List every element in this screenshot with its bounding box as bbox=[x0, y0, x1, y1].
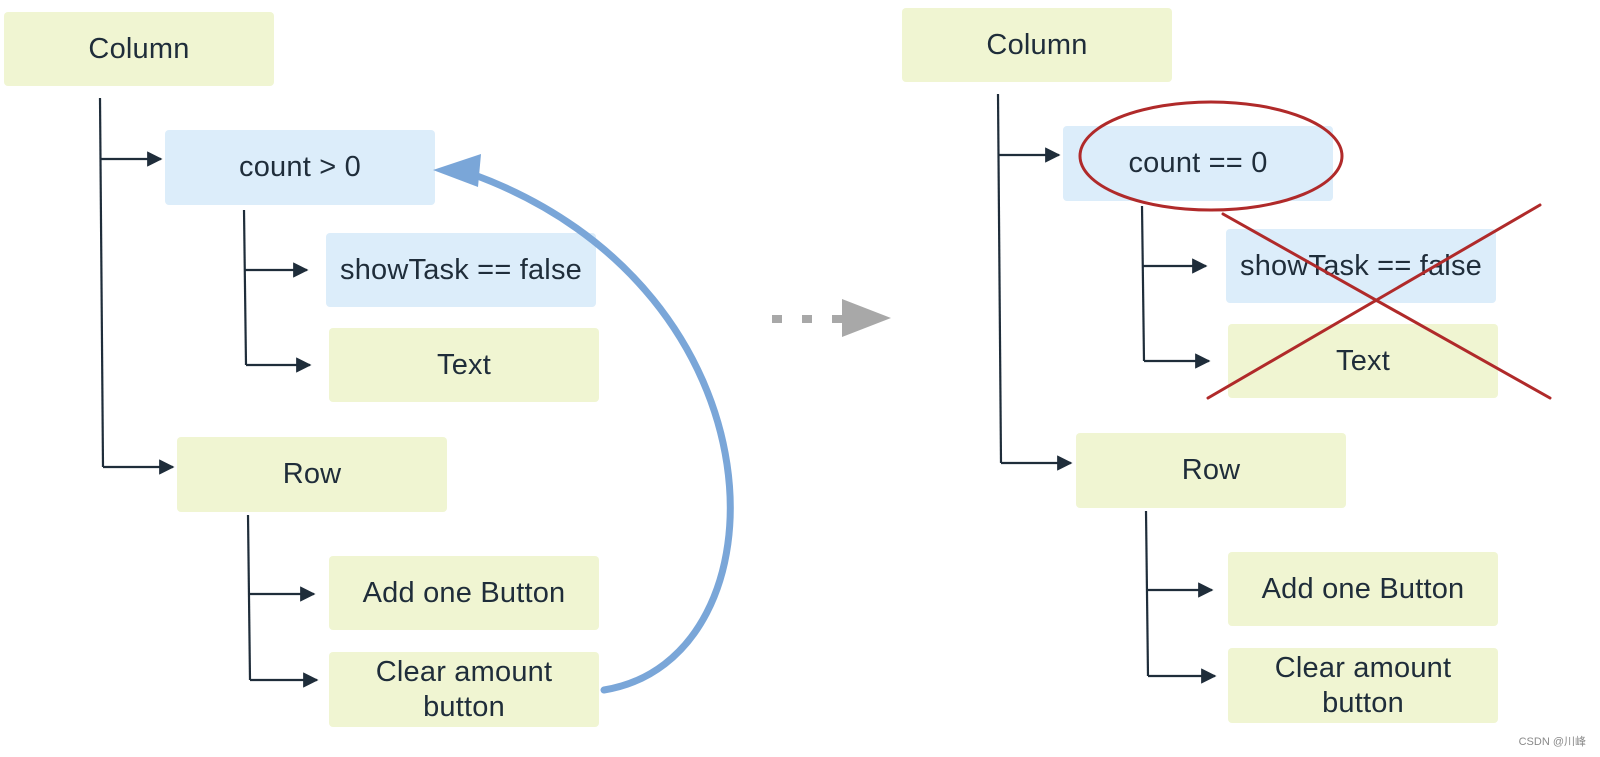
right-showtask-label: showTask == false bbox=[1240, 249, 1482, 282]
right-clear-amount-line1: Clear amount bbox=[1274, 652, 1452, 685]
cross-line-2 bbox=[1206, 203, 1542, 400]
next-state-dot-3 bbox=[832, 315, 842, 323]
right-row-node: Row bbox=[1076, 433, 1346, 508]
recompose-arrow-curve bbox=[468, 170, 734, 694]
left-column-label: Column bbox=[88, 32, 190, 65]
right-condition-trunk bbox=[1140, 205, 1146, 362]
left-column-node: Column bbox=[4, 12, 274, 86]
right-text-label: Text bbox=[1336, 344, 1390, 377]
right-column-trunk bbox=[996, 93, 1003, 464]
left-clear-amount-line1: Clear amount bbox=[375, 656, 553, 689]
left-text-node: Text bbox=[329, 328, 599, 402]
right-clear-amount-node: Clear amount button bbox=[1228, 648, 1498, 723]
next-state-arrow bbox=[772, 299, 891, 337]
cross-line-1 bbox=[1221, 212, 1552, 400]
left-add-one-node: Add one Button bbox=[329, 556, 599, 630]
recompose-arrow-head bbox=[433, 154, 481, 187]
right-condition-label: count == 0 bbox=[1128, 147, 1268, 180]
left-add-one-label: Add one Button bbox=[362, 576, 566, 609]
watermark: CSDN @川峰 bbox=[1518, 736, 1586, 748]
right-column-label: Column bbox=[986, 28, 1088, 61]
left-condition-label: count > 0 bbox=[239, 151, 361, 184]
right-clear-amount-line2: button bbox=[1322, 686, 1404, 719]
right-add-one-label: Add one Button bbox=[1261, 572, 1465, 605]
left-clear-amount-node: Clear amount button bbox=[329, 652, 599, 727]
left-condition-node: count > 0 bbox=[165, 130, 435, 205]
right-add-one-node: Add one Button bbox=[1228, 552, 1498, 626]
removed-subtree-cross bbox=[1206, 203, 1552, 400]
next-state-dot-1 bbox=[772, 315, 782, 323]
right-row-trunk bbox=[1144, 510, 1150, 677]
next-state-arrow-head bbox=[842, 299, 891, 337]
right-row-label: Row bbox=[1181, 454, 1241, 487]
left-clear-amount-line2: button bbox=[423, 690, 505, 723]
left-tree-connectors bbox=[98, 97, 319, 688]
left-column-trunk bbox=[98, 97, 105, 468]
left-showtask-node: showTask == false bbox=[326, 233, 596, 307]
left-showtask-label: showTask == false bbox=[340, 253, 582, 286]
condition-highlight-ellipse bbox=[1078, 100, 1344, 212]
next-state-dot-2 bbox=[802, 315, 812, 323]
left-row-label: Row bbox=[282, 458, 342, 491]
left-row-node: Row bbox=[177, 437, 447, 512]
left-text-label: Text bbox=[437, 348, 491, 381]
right-column-node: Column bbox=[902, 8, 1172, 82]
left-row-trunk bbox=[246, 514, 252, 681]
right-tree-connectors bbox=[996, 93, 1217, 684]
left-condition-trunk bbox=[242, 209, 248, 366]
